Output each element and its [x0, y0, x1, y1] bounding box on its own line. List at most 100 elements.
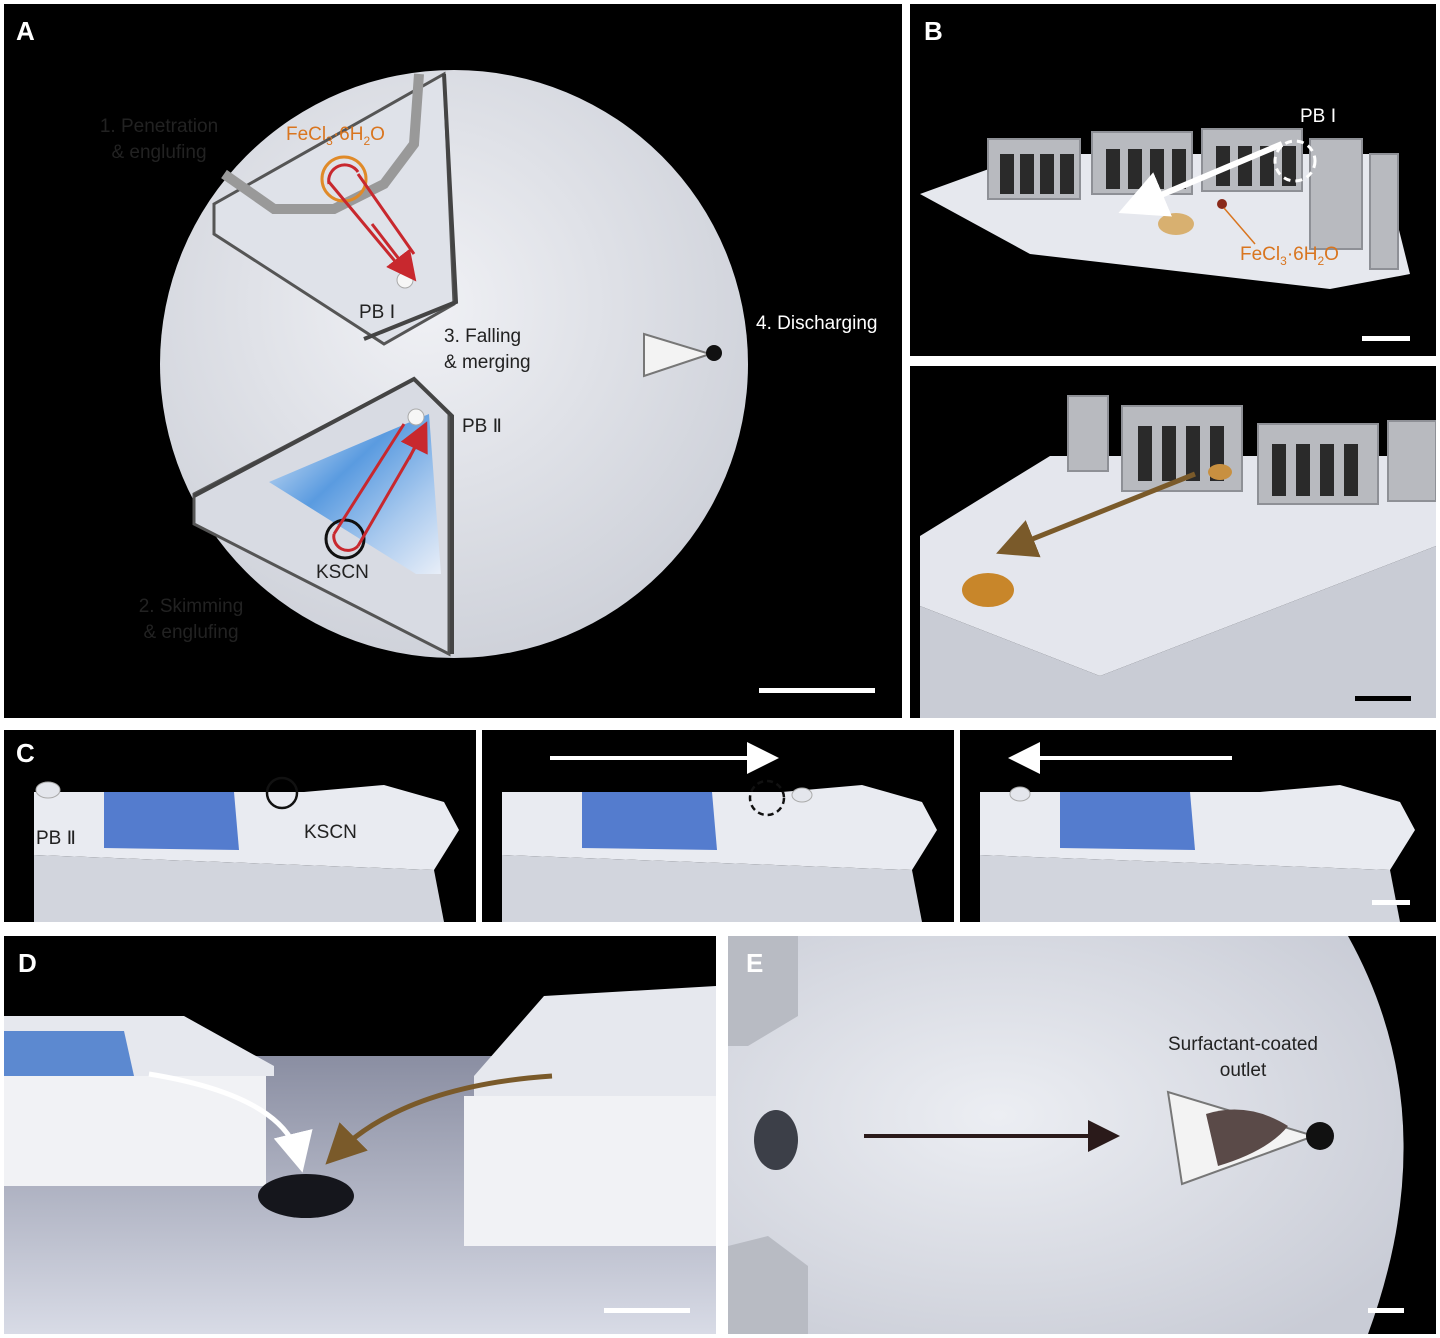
step2-line2: & englufing [143, 622, 239, 643]
fecl3-b-main: FeCl [1240, 244, 1281, 265]
step2-label: 2. Skimming & englufing [116, 594, 266, 646]
panel-d-label: D [18, 948, 37, 978]
pb1-droplet [396, 271, 414, 289]
panel-c-frame2 [482, 730, 954, 922]
fecl3-crystal-b [1217, 199, 1227, 209]
platform-b2-side [920, 546, 1436, 718]
panel-e-label: E [746, 948, 764, 978]
platform-c2-side [502, 855, 922, 922]
panel-a: A 1. Penetration & englufing FeCl3·6H2O … [4, 4, 902, 718]
step4-label: 4. Discharging [756, 313, 878, 334]
dashed-ring-c2 [748, 779, 786, 817]
pb1-label-a: PB Ⅰ [359, 302, 396, 323]
droplet-b2-front [962, 573, 1014, 607]
white-arrow-d [148, 1071, 313, 1173]
pb2-label-a: PB Ⅱ [462, 416, 502, 437]
upper-divider [363, 73, 459, 341]
right-block-side [464, 1096, 716, 1246]
panel-b-top-photo [920, 128, 1410, 289]
fecl3-a-sub2: 2 [363, 133, 371, 148]
step3-label: 3. Falling & merging [444, 324, 531, 376]
outlet-notch [643, 332, 714, 378]
black-droplet-d [258, 1174, 354, 1218]
droplet-b2-back [1208, 464, 1232, 480]
fecl3-b-sub1: 3 [1280, 253, 1287, 268]
blue-strip-c1 [104, 792, 239, 850]
kscn-ring-c1 [265, 776, 299, 810]
pb2-label-c: PB Ⅱ [36, 828, 76, 849]
panel-e-photo [728, 936, 1404, 1334]
step2-line1: 2. Skimming [138, 596, 244, 617]
fence-b2-windows [1138, 426, 1358, 496]
pb1-droplet-b [1158, 213, 1194, 235]
residue-e [1206, 1109, 1288, 1166]
red-loop-upper [327, 163, 360, 185]
kscn-ring [324, 518, 366, 560]
brown-arrow-b [996, 471, 1196, 558]
kscn-label-c: KSCN [304, 822, 357, 843]
fecl3-a-sub1: 3 [326, 133, 333, 148]
white-arrow-b [1118, 141, 1284, 217]
wall-e-top [728, 936, 798, 1046]
red-arrow-upper-head [370, 223, 417, 282]
fecl3-label-a: FeCl3·6H2O [286, 122, 385, 154]
panel-b-bottom [910, 366, 1436, 718]
outlet-label-e: Surfactant-coated outlet [1148, 1032, 1338, 1084]
panel-e: E Surfactant-coated outlet [728, 936, 1436, 1334]
panel-d: D [4, 936, 716, 1334]
scale-bar-d [604, 1308, 690, 1313]
step1-line2: & englufing [111, 142, 207, 163]
panel-a-label: A [16, 16, 35, 46]
panel-c-frame3-photo [980, 742, 1415, 922]
fecl3-b-mid: ·6H [1286, 244, 1318, 265]
droplet-c3 [1009, 786, 1031, 802]
panel-c-label: C [16, 738, 35, 768]
scale-bar-c [1372, 900, 1410, 905]
panel-c-frame1-photo [34, 776, 459, 922]
scale-bar-a [759, 688, 875, 693]
droplet-c2 [791, 787, 813, 803]
platform-c3-top [980, 785, 1415, 870]
fecl3-leader-b [1223, 207, 1256, 245]
platform-c1-side [34, 855, 444, 922]
outlet-dot [706, 345, 722, 361]
pb1-label-b: PB Ⅰ [1300, 106, 1337, 127]
step3-line1: 3. Falling [444, 326, 522, 347]
fecl3-a-mid: ·6H [332, 124, 364, 145]
outlet-line2: outlet [1219, 1060, 1267, 1081]
red-loop-lower [332, 533, 360, 552]
panel-c-frame1: C KSCN PB Ⅱ [4, 730, 476, 922]
fecl3-label-b: FeCl3·6H2O [1240, 242, 1339, 274]
fecl3-b-end: O [1324, 244, 1339, 265]
fecl3-b-sub2: 2 [1317, 253, 1325, 268]
pb2-droplet-c1 [35, 781, 61, 799]
fecl3-a-main: FeCl [286, 124, 327, 145]
step1-label: 1. Penetration & englufing [84, 114, 234, 166]
scale-bar-b-top [1362, 336, 1410, 341]
red-arrow-lower-head [400, 421, 428, 460]
platform-c1-top [34, 785, 459, 870]
panel-d-photo [4, 986, 716, 1334]
outlet-dot-e [1306, 1122, 1334, 1150]
scale-bar-b-bottom [1355, 696, 1411, 701]
kscn-label-a: KSCN [316, 562, 369, 583]
blue-strip [269, 414, 441, 574]
panel-c-frame2-photo [502, 742, 937, 922]
lower-divider [193, 376, 454, 654]
blue-strip-c2 [582, 792, 717, 850]
step3-line2: & merging [444, 352, 531, 373]
platform-c3-side [980, 855, 1400, 922]
scale-bar-e [1368, 1308, 1404, 1313]
wall-e-bottom [728, 1236, 808, 1334]
brown-arrow-d [325, 1073, 553, 1165]
blue-strip-c3 [1060, 792, 1195, 850]
step1-line1: 1. Penetration [99, 116, 219, 137]
left-blue [4, 1031, 134, 1076]
right-block-top [474, 986, 716, 1096]
platform-b2-top [920, 456, 1436, 676]
dashed-target-b [1273, 139, 1317, 183]
outlet-line1: Surfactant-coated [1168, 1034, 1318, 1055]
panel-b-top: B PB Ⅰ FeCl3·6H2O [910, 4, 1436, 356]
panel-b-label: B [924, 16, 943, 46]
panel-a-photo [160, 70, 748, 658]
